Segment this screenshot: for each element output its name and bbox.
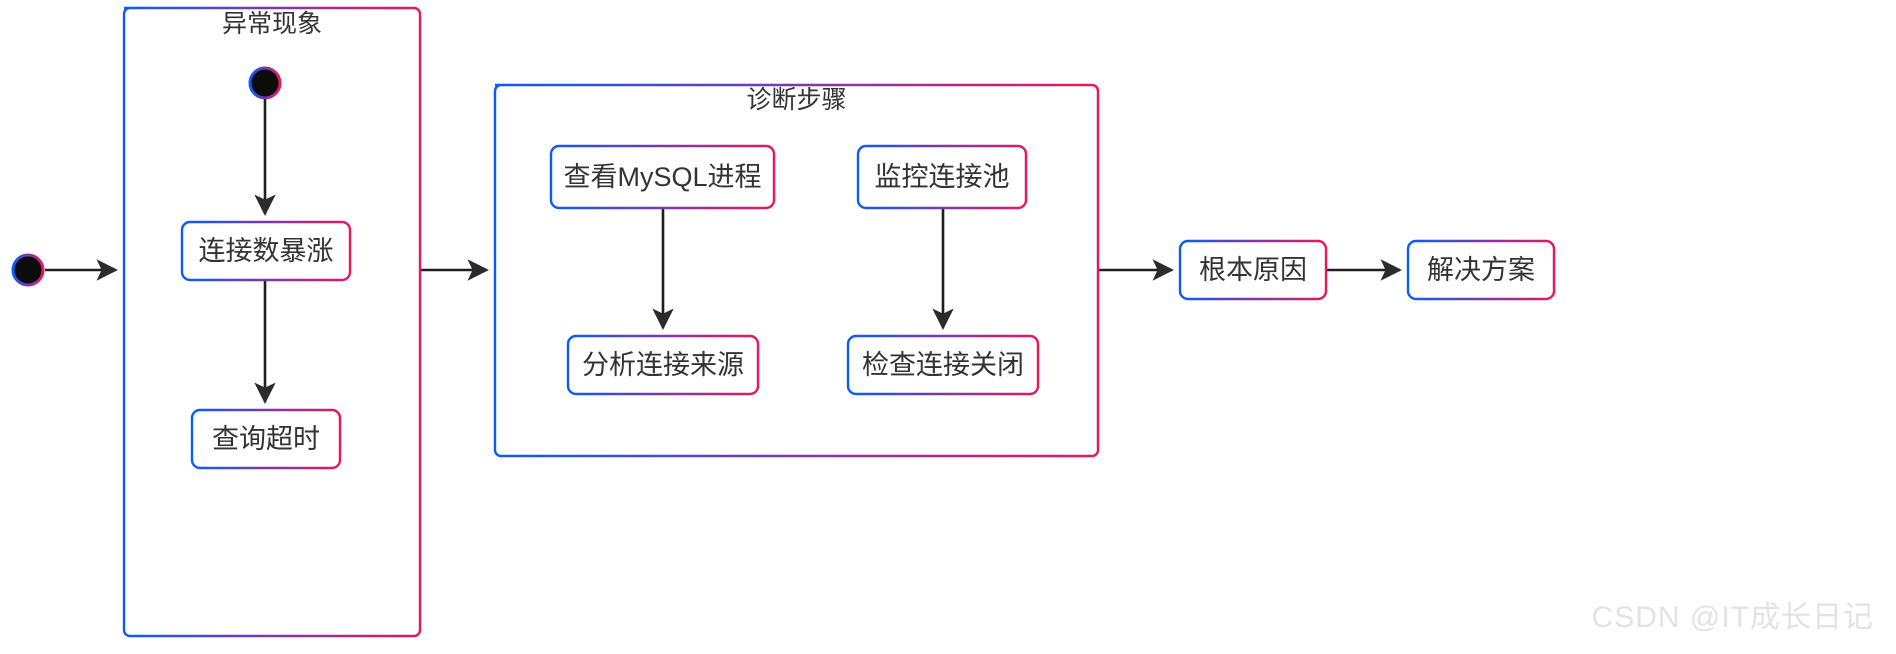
node-box-n5[interactable]: [566, 334, 760, 396]
group-diagnose-frame: [493, 83, 1100, 458]
node-box-n7[interactable]: [1178, 239, 1328, 301]
group-title-abnormal: 异常现象: [221, 10, 322, 38]
watermark-text: CSDN @IT成长日记: [1591, 601, 1874, 634]
group-diagnose: [493, 83, 1100, 458]
group-abnormal: [122, 6, 422, 638]
node-box-n6[interactable]: [846, 334, 1040, 396]
start-circle-inner: [248, 66, 282, 100]
node-box-n8[interactable]: [1406, 239, 1556, 301]
node-box-n4[interactable]: [856, 144, 1028, 210]
node-box-n3[interactable]: [549, 144, 776, 210]
group-title-diagnose: 诊断步骤: [746, 86, 847, 114]
group-abnormal-frame: [122, 6, 422, 638]
start-circle-outer: [11, 253, 45, 287]
node-box-n2[interactable]: [190, 408, 342, 470]
node-box-n1[interactable]: [180, 220, 352, 282]
